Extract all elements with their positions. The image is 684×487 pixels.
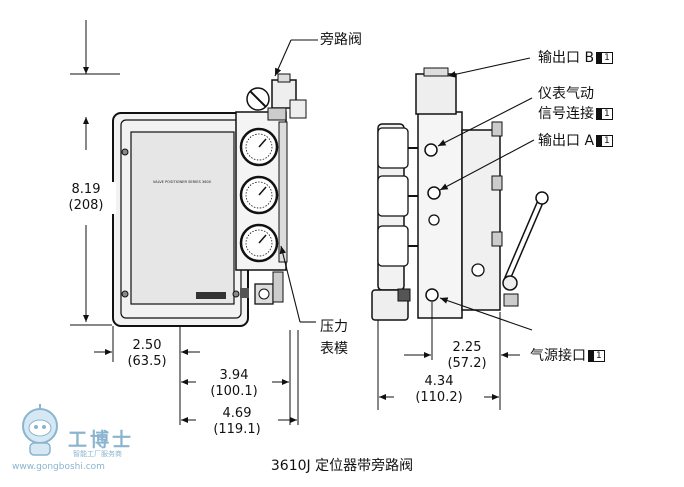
screw-icon xyxy=(121,148,129,156)
dim-height: 8.19 (208) xyxy=(56,182,116,214)
nameplate-text: VALVE POSITIONER SERIES 3600 xyxy=(153,180,212,184)
dim-height-in: 8.19 xyxy=(71,182,101,197)
dim-width-a-mm: (63.5) xyxy=(127,354,167,369)
dim-width-b-in: 3.94 xyxy=(219,368,249,383)
figure-caption: 3610J 定位器带旁路阀 xyxy=(270,458,414,474)
dim-width-b-mm: (100.1) xyxy=(210,384,258,399)
supply-port-text: 气源接口 xyxy=(530,348,586,364)
bypass-valve xyxy=(246,73,307,121)
robot-mascot-icon xyxy=(22,404,58,456)
bypass-valve-label: 旁路阀 xyxy=(320,32,362,48)
pressure-gauge-label: 压力 表模 xyxy=(320,316,348,360)
pressure-gauge-line1: 压力 xyxy=(320,319,348,335)
dim-side-b-mm: (110.2) xyxy=(415,390,463,405)
pressure-gauge xyxy=(239,175,279,215)
instrument-signal-line2: 信号连接 xyxy=(538,106,594,122)
front-view: VALVE POSITIONER SERIES 3600 xyxy=(112,73,307,327)
logo-plate xyxy=(196,292,226,299)
dim-side-a-in: 2.25 xyxy=(452,340,482,355)
dim-side-a-mm: (57.2) xyxy=(447,356,487,371)
watermark-name: 工博士 xyxy=(68,429,135,451)
dim-side-b-in: 4.34 xyxy=(424,374,454,389)
port-number-badge: 1 xyxy=(596,52,613,64)
dim-side-a: 2.25 (57.2) xyxy=(432,340,502,372)
dim-height-mm: (208) xyxy=(68,198,104,213)
pressure-gauge xyxy=(239,223,279,263)
port-instrument xyxy=(424,143,438,157)
screw-icon xyxy=(232,290,240,298)
dim-width-c-mm: (119.1) xyxy=(213,422,261,437)
port-number-badge: 1 xyxy=(596,108,613,120)
dim-width-a-in: 2.50 xyxy=(132,338,162,353)
dim-width-c: 4.69 (119.1) xyxy=(196,406,278,438)
pressure-gauge xyxy=(239,127,279,167)
dimension-lines xyxy=(70,20,520,425)
cover-window xyxy=(130,131,235,305)
manifold-body xyxy=(417,111,463,319)
output-b-text: 输出口 B xyxy=(538,50,595,66)
watermark-subtitle: 智能工厂服务商 xyxy=(73,450,122,458)
instrument-signal-line1: 仪表气动 xyxy=(538,86,594,102)
pressure-gauge-line2: 表模 xyxy=(320,341,348,357)
screw-icon xyxy=(121,290,129,298)
port-number-badge: 1 xyxy=(596,135,613,147)
actuator-body xyxy=(461,129,501,311)
port-supply xyxy=(425,288,439,302)
dim-side-b: 4.34 (110.2) xyxy=(394,374,484,406)
callout-leaders xyxy=(274,39,535,331)
dim-width-c-in: 4.69 xyxy=(222,406,252,421)
port-a xyxy=(427,186,441,200)
dim-width-a: 2.50 (63.5) xyxy=(114,338,180,370)
watermark-url: www.gongboshi.com xyxy=(12,462,105,472)
output-a-text: 输出口 A xyxy=(538,133,595,149)
side-view xyxy=(371,67,549,321)
port-number-badge: 1 xyxy=(588,350,605,362)
dim-width-b: 3.94 (100.1) xyxy=(196,368,272,400)
watermark: 工博士 智能工厂服务商 www.gongboshi.com xyxy=(10,404,150,474)
feedback-lever xyxy=(502,191,549,307)
